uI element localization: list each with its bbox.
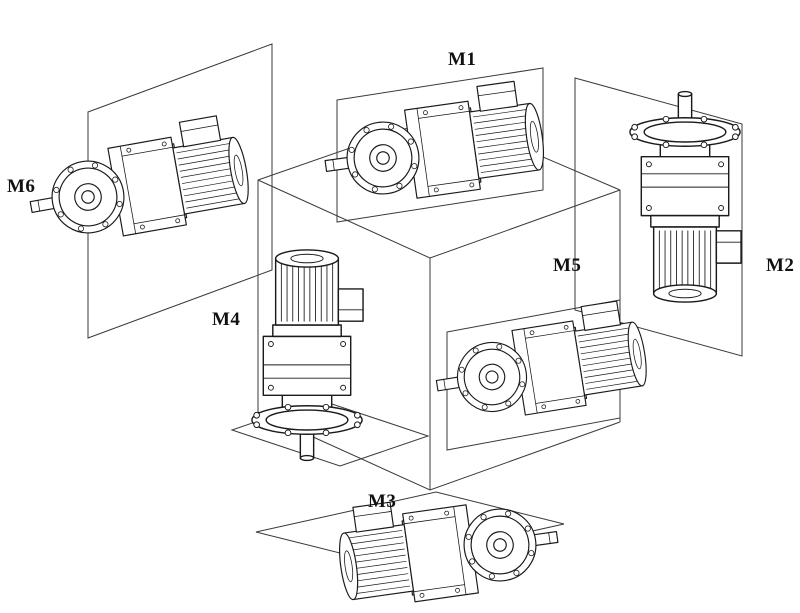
position-label-m6: M6 [7, 176, 36, 197]
position-label-m5: M5 [553, 255, 582, 276]
position-label-m1: M1 [448, 49, 477, 70]
gearmotor-m6 [20, 111, 255, 252]
mounting-plane-m5 [446, 299, 621, 451]
position-label-m3: M3 [368, 491, 397, 512]
position-label-m4: M4 [212, 309, 241, 330]
mounting-plane-m1 [336, 67, 544, 223]
gearmotor-m2 [629, 90, 742, 303]
gearmotor-m1 [317, 77, 549, 211]
position-label-m2: M2 [766, 255, 795, 276]
gearmotor-m4 [251, 249, 364, 462]
mounting-plane-m6 [87, 43, 273, 339]
gearmotor-m5 [427, 297, 652, 429]
